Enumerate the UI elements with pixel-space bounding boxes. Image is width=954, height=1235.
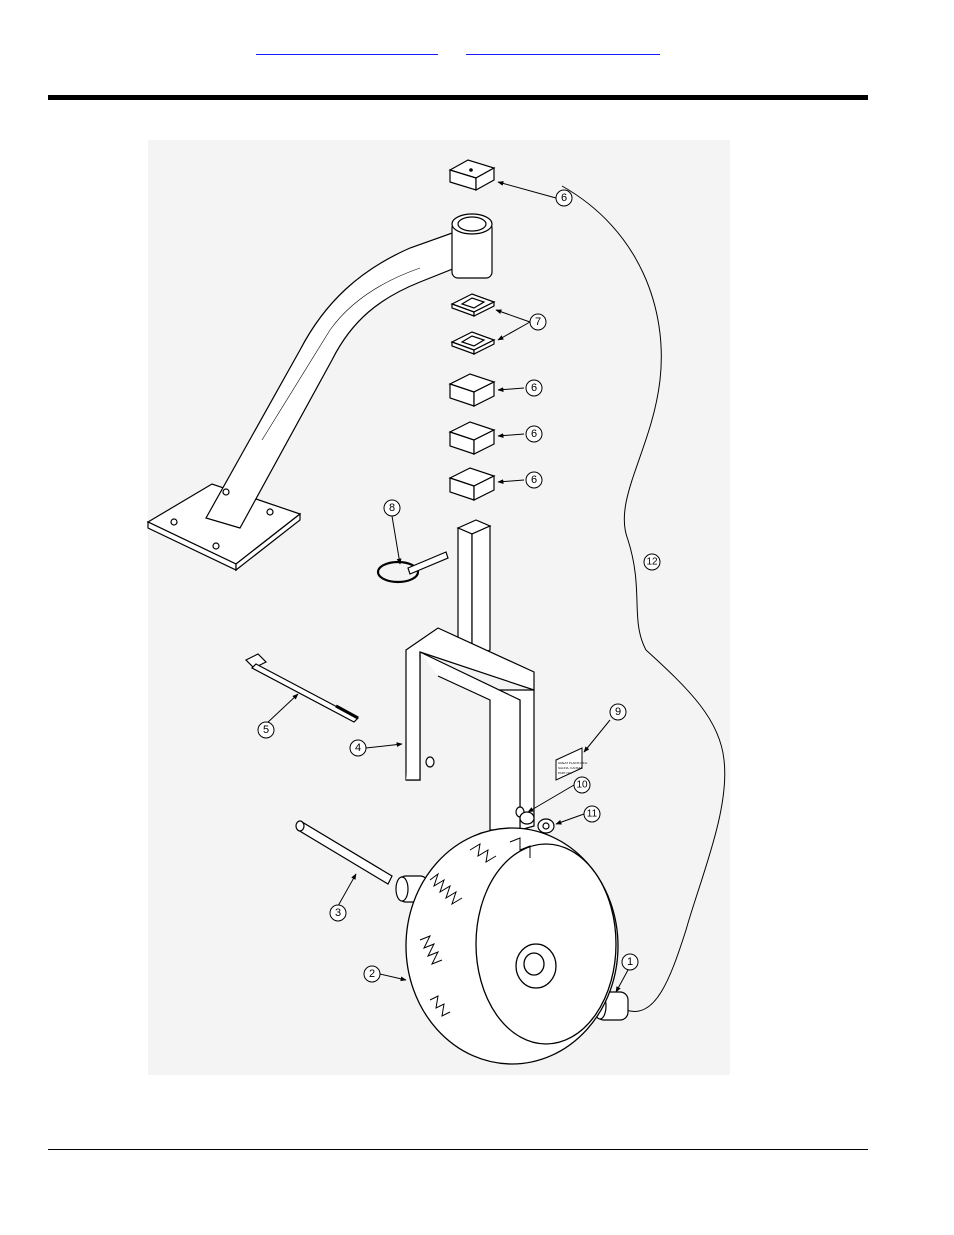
wheel [406,828,618,1064]
callout-6c: 6 [531,428,537,440]
decal-line-2: SALINA, KANSAS [558,766,583,770]
callout-4: 4 [355,742,361,754]
decal-line-1: GREAT PLAINS MFG. [558,761,588,765]
callout-1: 1 [627,956,633,968]
callout-3: 3 [335,907,341,919]
square-caps [450,374,494,500]
callout-2: 2 [369,968,375,980]
callout-10: 10 [576,780,588,791]
callout-11: 11 [587,809,598,820]
callout-9: 9 [615,706,621,718]
callout-6d: 6 [531,474,537,486]
callout-5: 5 [263,724,269,736]
callout-12: 12 [646,557,658,568]
decal-line-3: PART NO. [558,771,572,775]
callout-6a: 6 [561,192,567,204]
callout-6b: 6 [531,382,537,394]
callout-7: 7 [535,316,541,328]
callout-8: 8 [389,502,395,514]
